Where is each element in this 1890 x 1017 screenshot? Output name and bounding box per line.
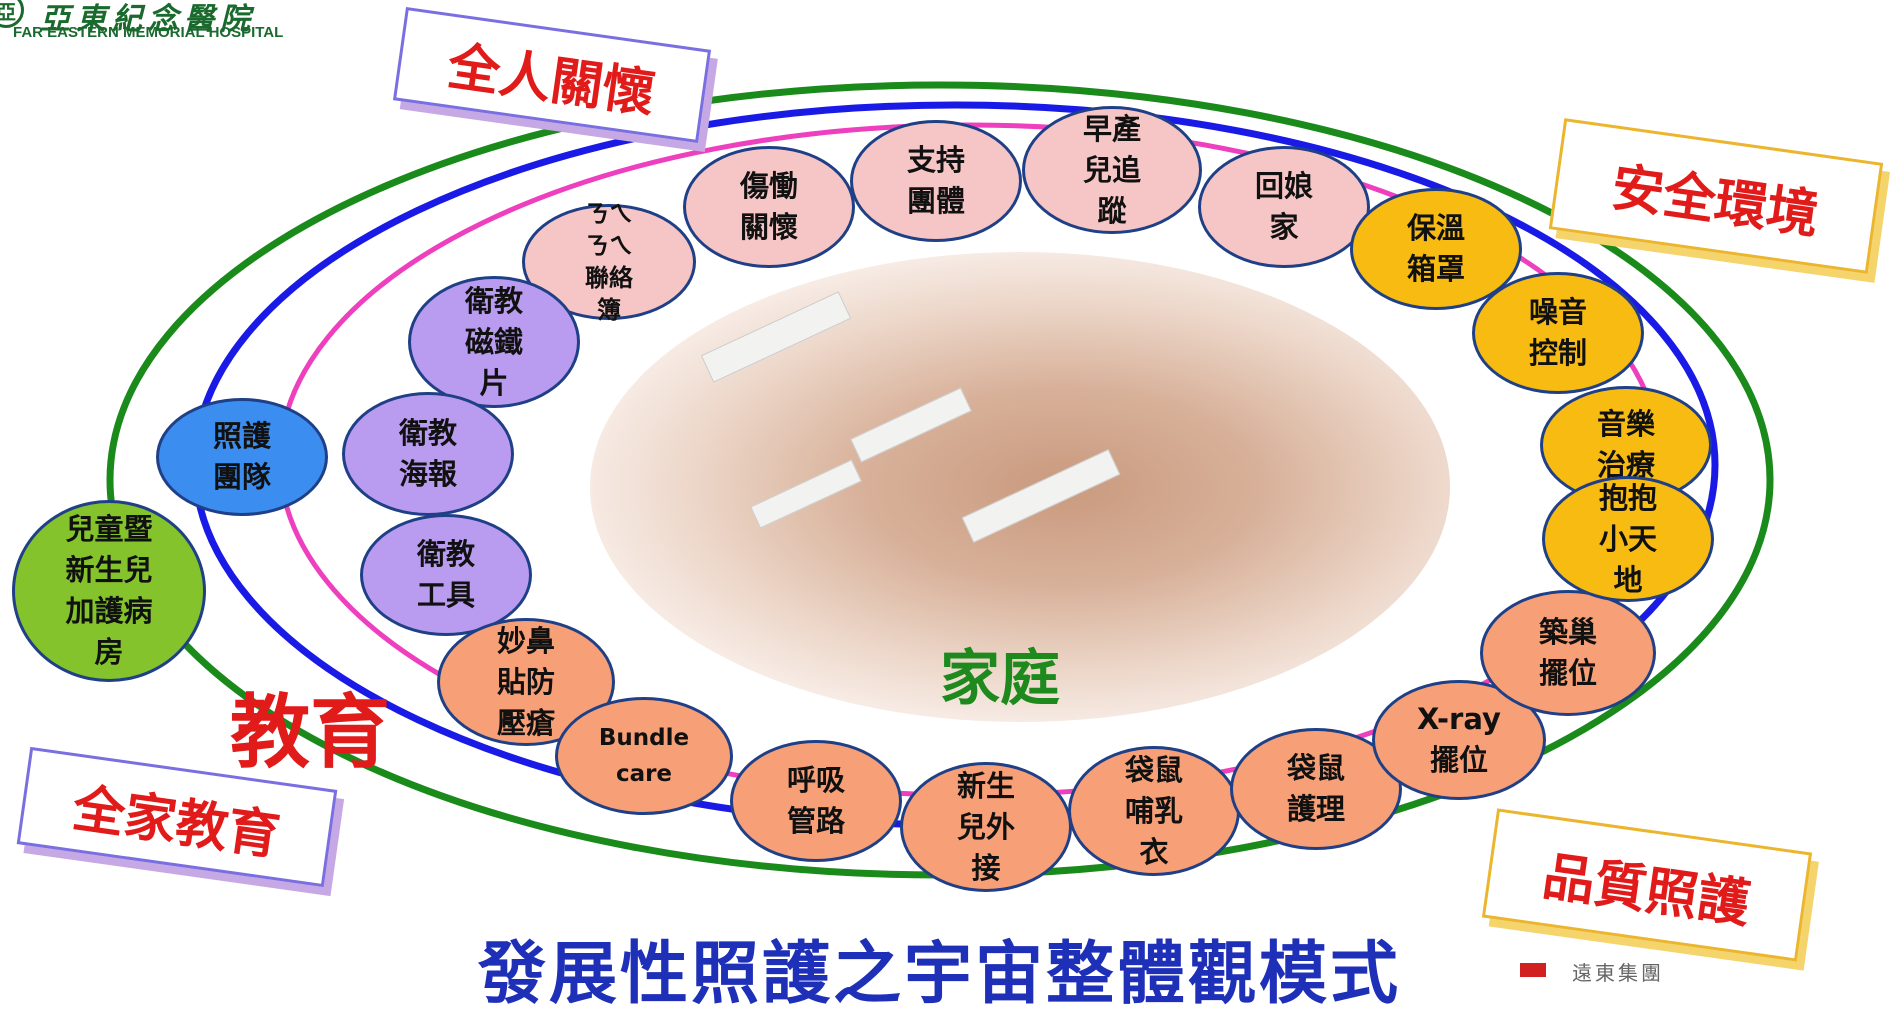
infant-photo — [590, 252, 1450, 722]
group-name: 遠東集團 — [1572, 961, 1664, 985]
node-pediatric-nicu: 兒童暨 新生兒 加護病 房 — [12, 500, 206, 682]
node-preterm-followup: 早產 兒追 蹤 — [1022, 106, 1202, 234]
node-nest-positioning: 築巢 擺位 — [1480, 590, 1656, 716]
education-label: 教育 — [230, 686, 390, 779]
node-return-home: 回娘 家 — [1198, 146, 1370, 268]
node-magnet-education: 衛教 磁鐵 片 — [408, 276, 580, 408]
hospital-emblem-icon: 亞 — [0, 0, 24, 28]
hospital-name-cn: 亞東紀念醫院 — [40, 2, 256, 37]
hospital-name-en: FAR EASTERN MEMORIAL HOSPITAL — [13, 24, 284, 41]
node-incubator-cover: 保溫 箱罩 — [1350, 188, 1522, 310]
node-neonatal-transport: 新生 兒外 接 — [900, 762, 1072, 892]
node-care-team: 照護 團隊 — [156, 398, 328, 516]
node-bundle-care: Bundle care — [555, 697, 733, 815]
node-respiratory-tube: 呼吸 管路 — [730, 740, 902, 862]
node-kangaroo-nursing-garment: 袋鼠 哺乳 衣 — [1068, 746, 1240, 876]
node-hug-corner: 抱抱 小天 地 — [1542, 476, 1714, 602]
page-title: 發展性照護之宇宙整體觀模式 — [478, 935, 1402, 1014]
node-bereavement-care: 傷慟 關懷 — [683, 146, 855, 268]
node-poster-education: 衛教 海報 — [342, 392, 514, 516]
group-emblem-icon — [1520, 963, 1546, 977]
family-label: 家庭 — [940, 644, 1060, 714]
node-noise-control: 噪音 控制 — [1472, 272, 1644, 394]
node-tool-education: 衛教 工具 — [360, 514, 532, 636]
hospital-logo: 亞 亞東紀念醫院 FAR EASTERN MEMORIAL HOSPITAL — [0, 0, 330, 46]
node-support-group: 支持 團體 — [850, 120, 1022, 242]
